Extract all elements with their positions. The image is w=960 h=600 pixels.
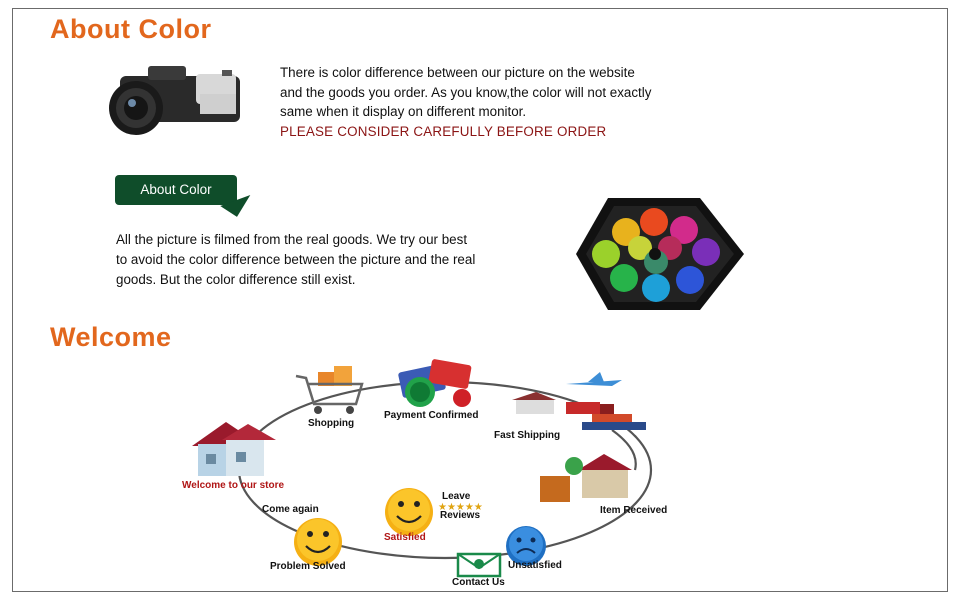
intro-line: There is color difference between our pi… bbox=[280, 65, 635, 80]
step-contact: Contact Us bbox=[452, 577, 505, 588]
about-color-bubble: About Color bbox=[115, 175, 237, 205]
intro-line: same when it display on different monito… bbox=[280, 104, 527, 119]
step-satisfied: Satisfied bbox=[384, 532, 426, 543]
body-line: All the picture is filmed from the real … bbox=[116, 232, 468, 247]
intro-line: and the goods you order. As you know,the… bbox=[280, 84, 652, 100]
step-payment: Payment Confirmed bbox=[384, 410, 479, 421]
step-received: Item Received bbox=[600, 505, 668, 516]
step-leave: Leave bbox=[442, 491, 471, 502]
body-line: goods. But the color difference still ex… bbox=[116, 272, 356, 287]
step-come-again: Come again bbox=[262, 504, 319, 515]
body-line: to avoid the color difference between th… bbox=[116, 252, 476, 267]
step-welcome: Welcome to our store bbox=[182, 480, 285, 491]
step-shipping: Fast Shipping bbox=[494, 430, 561, 441]
step-unsatisfied: Unsatisfied bbox=[508, 560, 562, 571]
about-intro: There is color difference between our pi… bbox=[280, 63, 760, 141]
step-reviews: Reviews bbox=[440, 510, 481, 521]
about-body: All the picture is filmed from the real … bbox=[116, 230, 576, 290]
step-problem: Problem Solved bbox=[270, 561, 346, 572]
step-shopping: Shopping bbox=[308, 418, 355, 429]
warning-text: PLEASE CONSIDER CAREFULLY BEFORE ORDER bbox=[280, 123, 607, 139]
about-color-heading: About Color bbox=[50, 14, 212, 44]
welcome-heading: Welcome bbox=[50, 322, 172, 352]
